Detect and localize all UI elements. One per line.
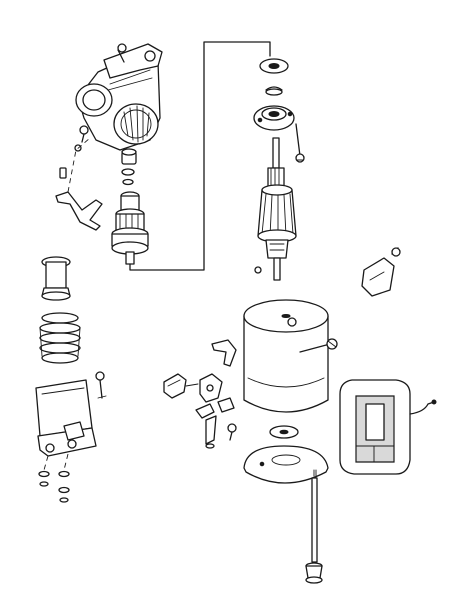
terminal-nut xyxy=(361,247,401,297)
pinion-drive-assembly xyxy=(111,191,149,265)
brush-holder-plate xyxy=(339,379,437,475)
brush xyxy=(163,373,237,449)
thrust-washer xyxy=(259,58,289,74)
through-bolt xyxy=(305,469,323,584)
brush-end-washer xyxy=(265,86,283,96)
snap-ring xyxy=(121,168,135,186)
pinion-stop-collar xyxy=(121,148,137,165)
solenoid xyxy=(35,379,97,457)
shift-fork xyxy=(55,137,103,231)
assembly-guide-line xyxy=(129,41,271,271)
plunger-spring xyxy=(39,312,81,364)
solenoid-screw xyxy=(95,371,107,399)
housing-screw xyxy=(295,123,305,163)
brush-spring xyxy=(211,339,237,367)
field-terminal-bolt xyxy=(299,338,338,353)
armature xyxy=(254,137,297,281)
terminal-nuts xyxy=(38,453,70,503)
commutator-end-plate xyxy=(243,425,329,484)
end-cap xyxy=(253,105,295,131)
drive-end-housing xyxy=(74,43,163,152)
frame-field-assembly xyxy=(243,299,329,413)
solenoid-plunger xyxy=(41,256,71,301)
